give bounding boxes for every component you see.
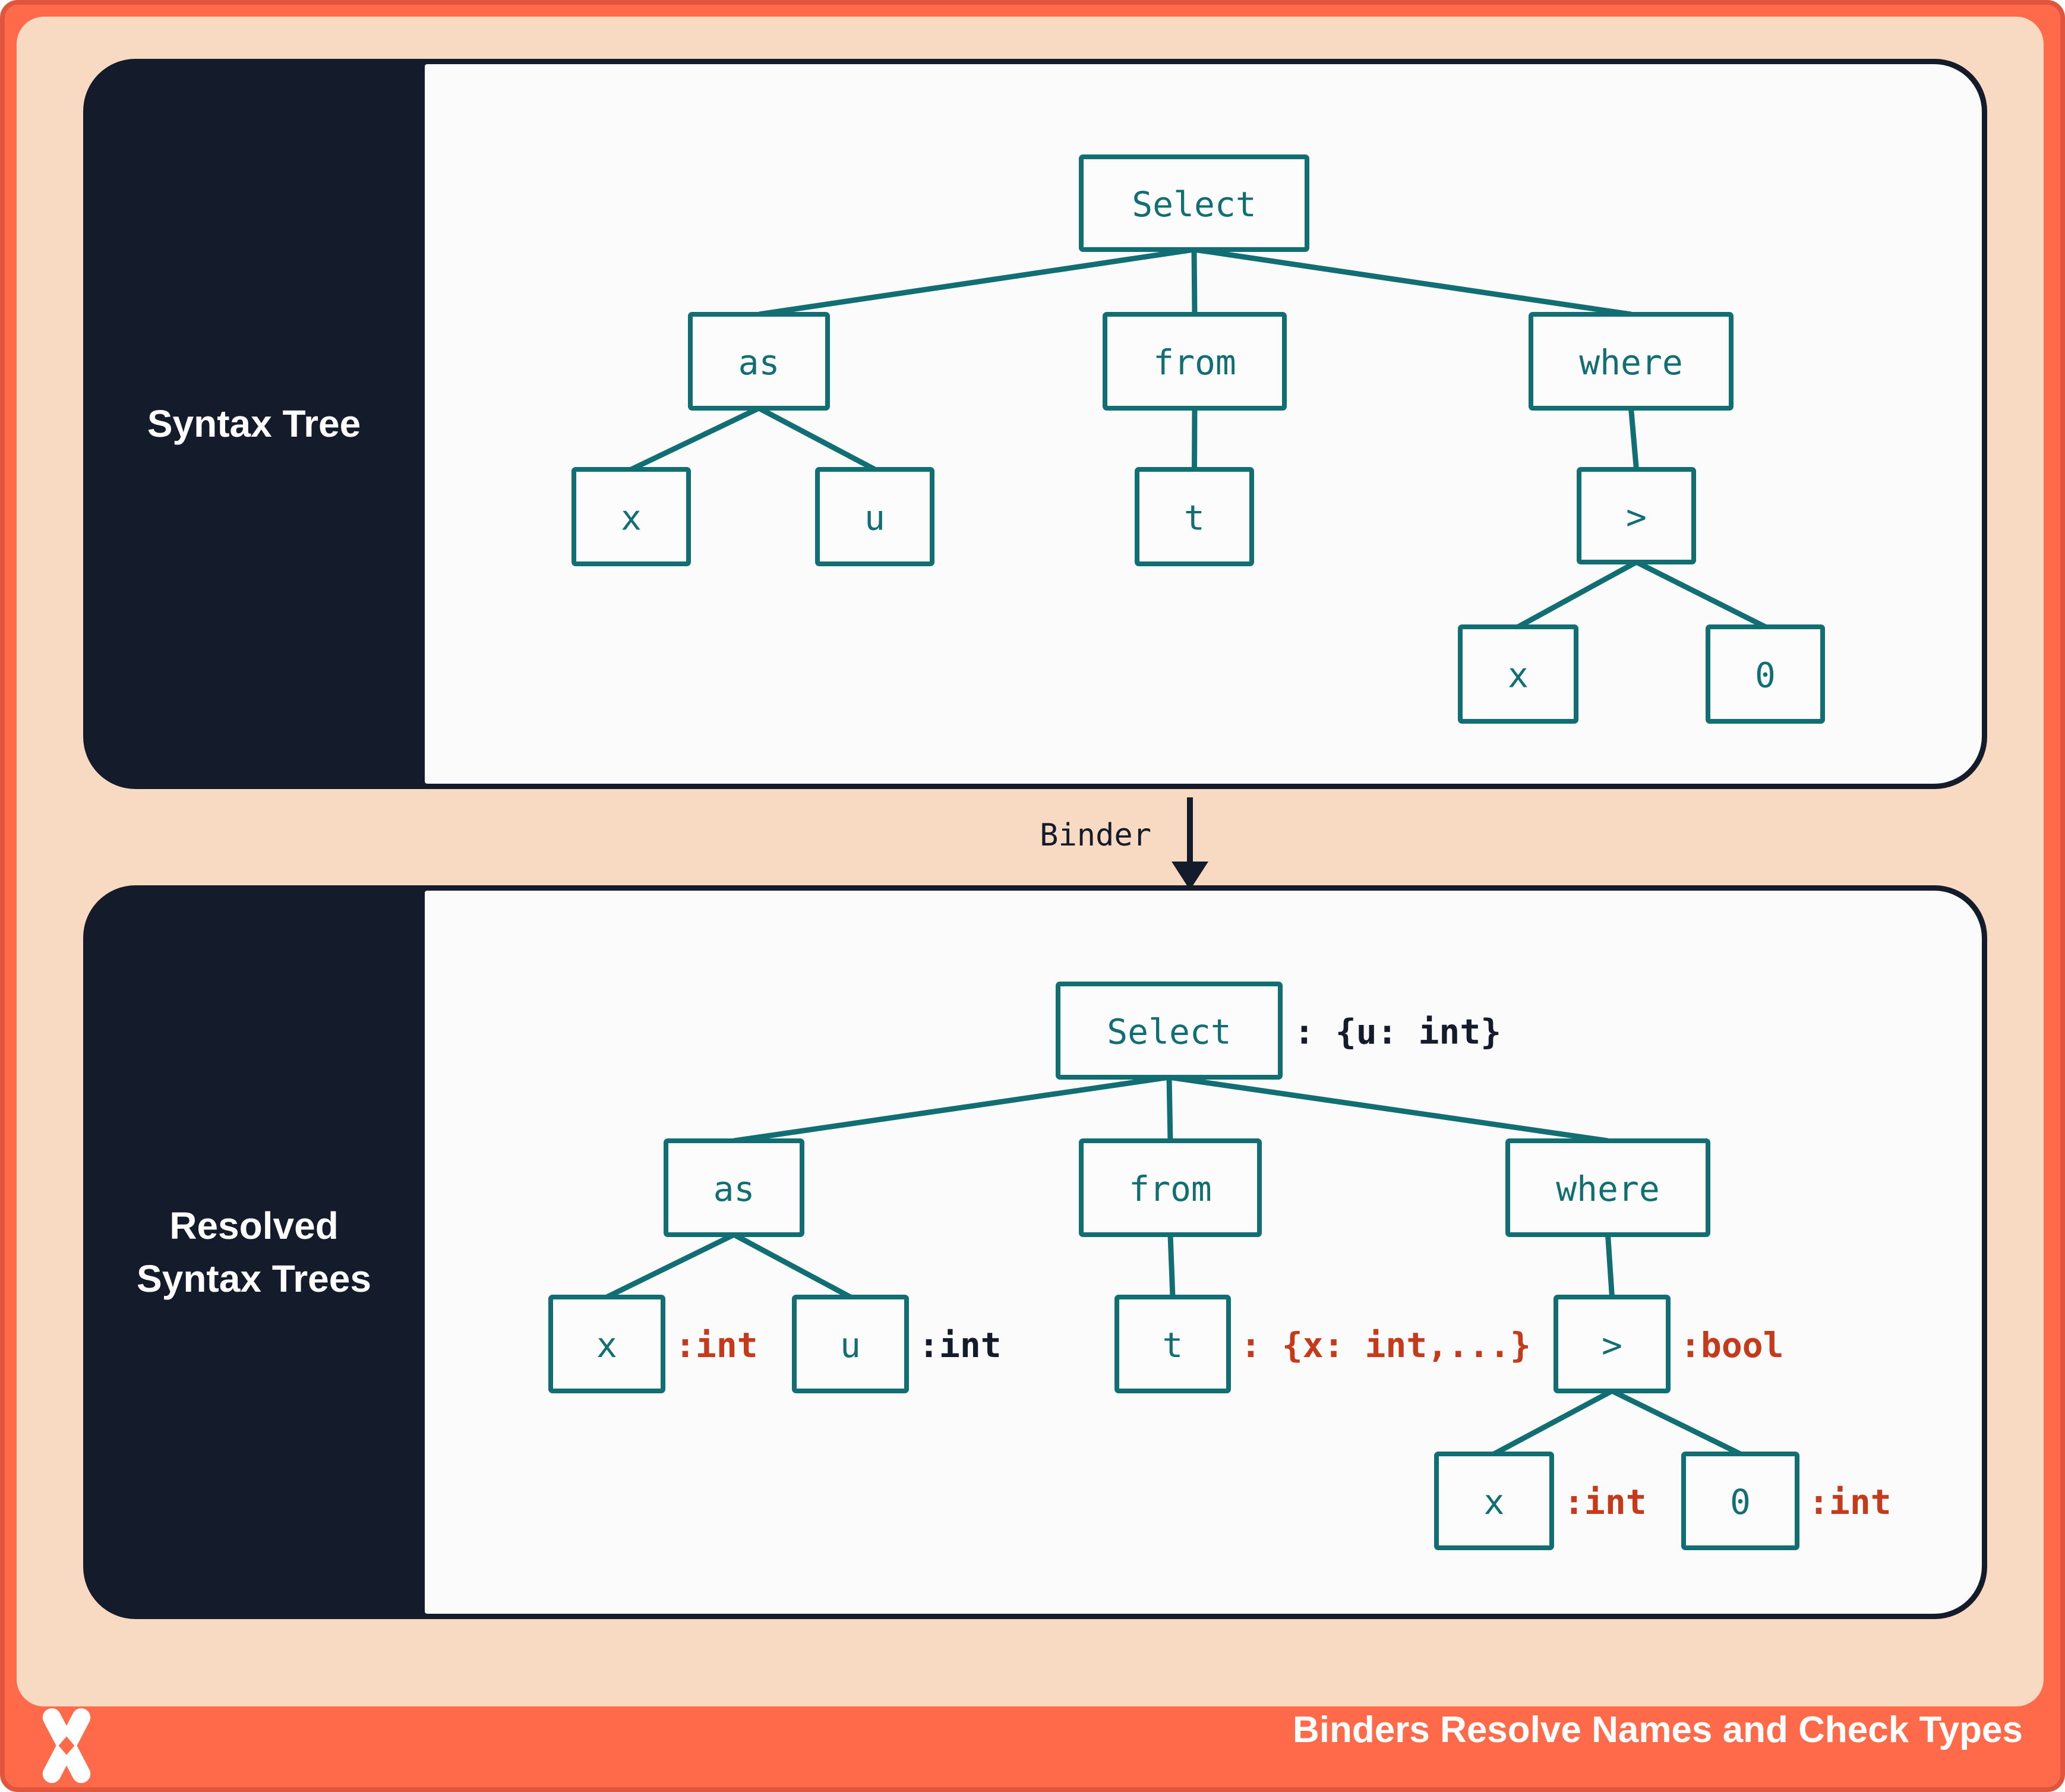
logo-diamond [58, 1736, 75, 1755]
syntax-tree-panel: Syntax Tree [83, 59, 1987, 789]
resolved-tree-title: Resolved Syntax Trees [137, 1200, 371, 1305]
binder-label: Binder [1040, 818, 1151, 853]
resolved-tree-canvas [425, 891, 1982, 1614]
resolved-tree-sidebar: Resolved Syntax Trees [83, 885, 425, 1619]
syntax-tree-sidebar: Syntax Tree [83, 59, 425, 789]
syntax-tree-canvas [425, 64, 1982, 784]
resolved-title-line2: Syntax Trees [137, 1257, 371, 1300]
resolved-syntax-trees-panel: Resolved Syntax Trees [83, 885, 1987, 1619]
syntax-tree-title: Syntax Tree [147, 402, 361, 446]
brand-x-logo [42, 1708, 91, 1783]
footer-title: Binders Resolve Names and Check Types [1292, 1709, 2023, 1750]
resolved-title-line1: Resolved [169, 1204, 339, 1248]
